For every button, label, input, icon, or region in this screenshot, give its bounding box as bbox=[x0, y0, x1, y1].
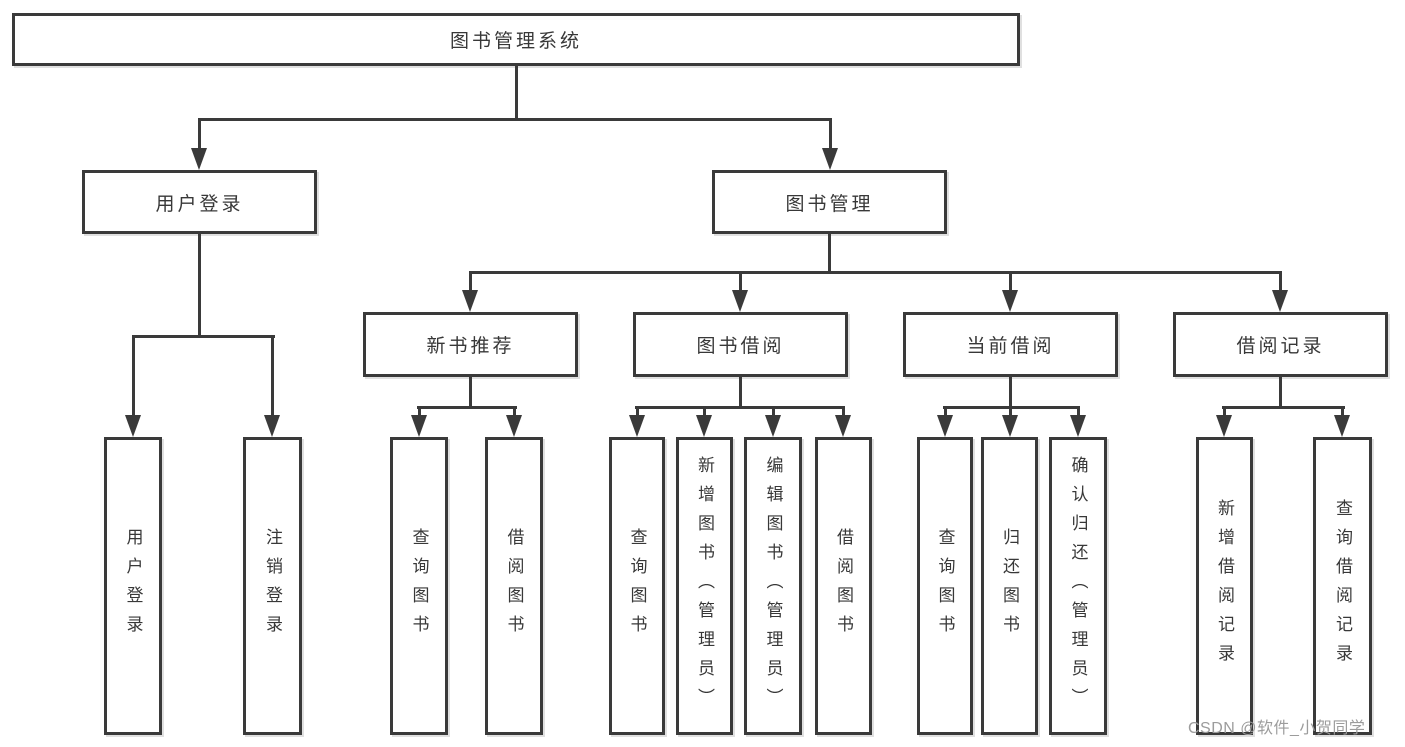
node-user-login: 用户登录 bbox=[82, 170, 317, 234]
arrow-down-icon bbox=[264, 415, 280, 437]
arrow-down-icon bbox=[1334, 415, 1350, 437]
connector-user-login-stem bbox=[198, 232, 201, 336]
arrow-down-icon bbox=[765, 415, 781, 437]
connector-cb-shaft-1 bbox=[944, 406, 947, 417]
node-current-borrowing: 当前借阅 bbox=[903, 312, 1118, 377]
connector-bb-shaft-4 bbox=[842, 406, 845, 417]
leaf-borrow-books-borrowing: 借阅图书 bbox=[815, 437, 872, 735]
leaf-query-books-borrowing: 查询图书 bbox=[609, 437, 665, 735]
arrow-down-icon bbox=[937, 415, 953, 437]
arrow-down-icon bbox=[629, 415, 645, 437]
connector-bb-shaft-3 bbox=[772, 406, 775, 417]
arrow-down-icon bbox=[1002, 290, 1018, 312]
connector-l2-shaft-3 bbox=[1009, 271, 1012, 292]
connector-nb-bus bbox=[417, 406, 517, 409]
connector-nb-shaft-2 bbox=[513, 406, 516, 417]
arrow-down-icon bbox=[822, 148, 838, 170]
connector-br-stem bbox=[1279, 375, 1282, 408]
arrow-down-icon bbox=[1070, 415, 1086, 437]
connector-l2-shaft-2 bbox=[739, 271, 742, 292]
connector-root-stem bbox=[515, 64, 518, 121]
connector-bb-shaft-2 bbox=[703, 406, 706, 417]
connector-book-management-shaft bbox=[829, 118, 832, 150]
connector-l2-shaft-4 bbox=[1279, 271, 1282, 292]
connector-nb-stem bbox=[469, 375, 472, 408]
arrow-down-icon bbox=[125, 415, 141, 437]
arrow-down-icon bbox=[191, 148, 207, 170]
arrow-down-icon bbox=[835, 415, 851, 437]
connector-nb-shaft-1 bbox=[418, 406, 421, 417]
connector-book-management-stem bbox=[828, 232, 831, 273]
leaf-add-books-admin: 新增图书（管理员） bbox=[676, 437, 733, 735]
connector-bb-stem bbox=[739, 375, 742, 408]
connector-ul-left-shaft bbox=[132, 335, 135, 417]
connector-bb-bus bbox=[635, 406, 845, 409]
node-book-borrowing: 图书借阅 bbox=[633, 312, 848, 377]
leaf-logout-login: 注销登录 bbox=[243, 437, 302, 735]
leaf-add-borrow-record: 新增借阅记录 bbox=[1196, 437, 1253, 735]
leaf-confirm-return-admin: 确认归还（管理员） bbox=[1049, 437, 1107, 735]
leaf-query-borrow-record: 查询借阅记录 bbox=[1313, 437, 1372, 735]
connector-user-login-bus bbox=[132, 335, 275, 338]
connector-br-shaft-1 bbox=[1223, 406, 1226, 417]
connector-l2-shaft-1 bbox=[469, 271, 472, 292]
leaf-borrow-books-recommend: 借阅图书 bbox=[485, 437, 543, 735]
arrow-down-icon bbox=[462, 290, 478, 312]
arrow-down-icon bbox=[696, 415, 712, 437]
arrow-down-icon bbox=[732, 290, 748, 312]
leaf-edit-books-admin: 编辑图书（管理员） bbox=[744, 437, 802, 735]
arrow-down-icon bbox=[1216, 415, 1232, 437]
node-borrowing-records: 借阅记录 bbox=[1173, 312, 1388, 377]
connector-cb-shaft-3 bbox=[1077, 406, 1080, 417]
connector-cb-stem bbox=[1009, 375, 1012, 408]
connector-br-bus bbox=[1222, 406, 1345, 409]
connector-user-login-shaft bbox=[198, 118, 201, 150]
leaf-query-books-recommend: 查询图书 bbox=[390, 437, 448, 735]
connector-bb-shaft-1 bbox=[636, 406, 639, 417]
arrow-down-icon bbox=[1002, 415, 1018, 437]
connector-level1-bus bbox=[198, 118, 832, 121]
node-root: 图书管理系统 bbox=[12, 13, 1020, 66]
node-new-book-recommendation: 新书推荐 bbox=[363, 312, 578, 377]
watermark: CSDN @软件_小贺同学 bbox=[1188, 720, 1366, 737]
arrow-down-icon bbox=[411, 415, 427, 437]
leaf-user-login: 用户登录 bbox=[104, 437, 162, 735]
leaf-return-books: 归还图书 bbox=[981, 437, 1038, 735]
arrow-down-icon bbox=[506, 415, 522, 437]
leaf-query-books-current: 查询图书 bbox=[917, 437, 973, 735]
connector-ul-right-shaft bbox=[271, 335, 274, 417]
connector-cb-shaft-2 bbox=[1009, 406, 1012, 417]
node-book-management: 图书管理 bbox=[712, 170, 947, 234]
connector-br-shaft-2 bbox=[1341, 406, 1344, 417]
arrow-down-icon bbox=[1272, 290, 1288, 312]
connector-level2-bus bbox=[469, 271, 1282, 274]
